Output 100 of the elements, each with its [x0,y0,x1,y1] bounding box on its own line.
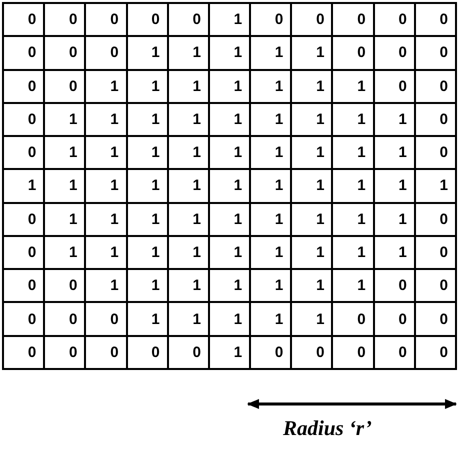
grid-value: 0 [128,4,169,38]
grid-value: 0 [45,270,86,304]
grid-value: 0 [374,336,416,370]
grid-value: 1 [292,270,334,304]
grid-value: 0 [4,303,46,337]
grid-value: 1 [251,204,292,237]
grid-value: 0 [251,336,292,370]
grid-value: 1 [292,204,334,237]
grid-value: 1 [128,236,169,270]
grid-value: 1 [374,137,416,170]
grid-value: 1 [251,70,292,104]
grid-value: 0 [45,336,86,370]
grid-value: 1 [128,104,169,138]
grid-value: 1 [292,37,334,71]
grid-value: 1 [210,303,252,337]
grid-value: 1 [251,236,292,270]
grid-value: 0 [416,137,457,170]
grid-value: 1 [210,137,252,170]
grid-value: 1 [45,204,86,237]
grid-value: 0 [374,37,416,71]
grid-value: 1 [210,104,252,138]
grid-value: 1 [4,170,46,204]
grid-value: 1 [168,236,210,270]
grid-value: 1 [292,170,334,204]
grid-value: 1 [86,70,128,104]
grid-value: 0 [45,303,86,337]
grid-value: 1 [86,236,128,270]
grid-value: 0 [86,4,128,38]
grid-value: 1 [45,236,86,270]
grid-value: 1 [168,303,210,337]
grid-value: 1 [251,303,292,337]
grid-value: 0 [86,37,128,71]
grid-value: 1 [210,336,252,370]
grid-value: 1 [128,303,169,337]
grid-value: 1 [416,170,457,204]
grid-value: 0 [4,70,46,104]
grid-value: 1 [251,270,292,304]
grid-value: 1 [210,37,252,71]
grid-value: 1 [292,303,334,337]
grid-value: 1 [251,37,292,71]
grid-value: 0 [45,70,86,104]
grid-value: 1 [333,70,375,104]
grid-value: 1 [210,170,252,204]
grid-value: 1 [292,70,334,104]
grid-value: 1 [168,270,210,304]
grid-value: 1 [333,104,375,138]
grid-value: 1 [374,204,416,237]
grid-value: 0 [86,303,128,337]
grid-value: 0 [416,204,457,237]
grid-value: 0 [128,336,169,370]
grid-value: 0 [86,336,128,370]
grid-value: 0 [168,336,210,370]
grid-value: 1 [128,204,169,237]
grid-value: 1 [86,137,128,170]
grid-value: 0 [374,4,416,38]
grid-value: 0 [4,4,46,38]
grid-value: 0 [4,104,46,138]
grid-value: 1 [45,137,86,170]
grid-value: 0 [4,204,46,237]
grid-value: 0 [416,270,457,304]
grid-value: 1 [251,137,292,170]
grid-value: 1 [333,236,375,270]
grid-value: 1 [333,204,375,237]
grid-value: 0 [4,37,46,71]
grid-value: 0 [416,336,457,370]
grid-value: 1 [251,104,292,138]
grid-value: 0 [333,4,375,38]
grid-value: 0 [374,303,416,337]
grid-value: 1 [374,170,416,204]
grid-value: 0 [292,4,334,38]
grid-value: 0 [416,37,457,71]
grid-value: 0 [251,4,292,38]
grid-value: 0 [374,270,416,304]
grid-value: 1 [168,204,210,237]
grid-value: 0 [416,303,457,337]
grid-value: 1 [292,104,334,138]
grid-value: 1 [374,104,416,138]
grid-value: 1 [210,70,252,104]
grid-value: 0 [416,236,457,270]
grid-value: 1 [86,170,128,204]
grid-value: 0 [4,336,46,370]
grid-value: 0 [4,236,46,270]
grid-value: 0 [333,303,375,337]
grid-value: 1 [128,37,169,71]
dimension-label: Radius ‘r’ [283,416,372,441]
grid-value: 1 [128,137,169,170]
grid-value: 1 [210,270,252,304]
grid-value: 1 [374,236,416,270]
grid-value: 1 [86,104,128,138]
grid-value: 0 [416,104,457,138]
grid-value: 0 [292,336,334,370]
grid-value: 1 [210,236,252,270]
grid-value: 1 [86,270,128,304]
grid-value: 1 [292,236,334,270]
grid-value: 1 [168,137,210,170]
grid-value: 1 [128,170,169,204]
grid-value: 1 [168,170,210,204]
grid-value: 1 [333,170,375,204]
grid-value: 1 [210,204,252,237]
grid-value: 0 [416,4,457,38]
